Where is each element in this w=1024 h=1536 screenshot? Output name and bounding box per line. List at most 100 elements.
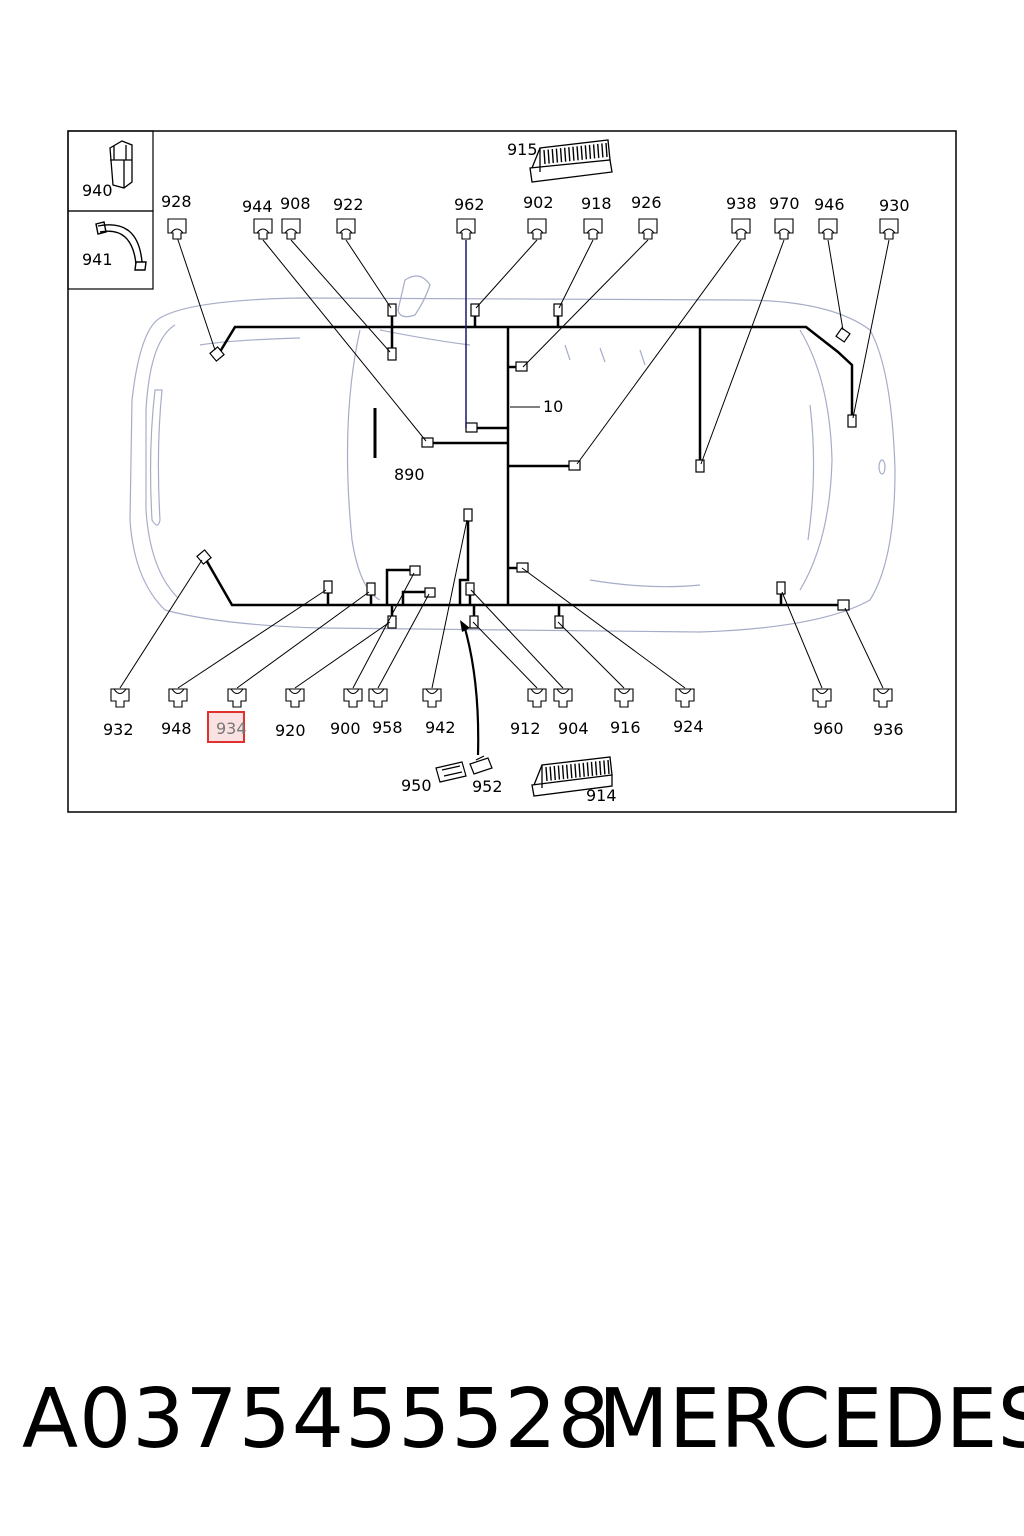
pins-915-pin — [605, 142, 608, 158]
callout-926: 926 — [631, 193, 662, 212]
part-label-890: 890 — [394, 465, 425, 484]
pins-915-pin — [563, 147, 567, 162]
pins-914 — [545, 759, 610, 782]
callout-936: 936 — [873, 720, 904, 739]
pins-915-pin — [597, 143, 600, 158]
legend-label-940: 940 — [82, 181, 113, 200]
pins-914-pin — [574, 763, 577, 778]
callout-944: 944 — [242, 197, 273, 216]
pins-914-pin — [549, 766, 552, 781]
connector-bottom-942 — [422, 688, 442, 708]
pins-914-pin — [590, 761, 594, 776]
callout-924: 924 — [673, 717, 704, 736]
legend-panel: 940 941 — [67, 130, 154, 290]
callout-930: 930 — [879, 196, 910, 215]
harness-connectors — [196, 303, 857, 629]
callout-928: 928 — [161, 192, 192, 211]
connector-bottom-958 — [368, 688, 388, 708]
callout-942: 942 — [425, 718, 456, 737]
pins-915-pin — [584, 145, 588, 160]
bottom-callouts: 932 948 934 920 900 958 942 912 904 916 … — [103, 711, 904, 743]
bottom-connector-symbols — [110, 688, 893, 708]
leader-lines — [119, 236, 890, 689]
wiring-diagram: 940 941 — [67, 130, 957, 813]
part-label-950: 950 — [401, 776, 432, 795]
pins-914-pin — [570, 764, 573, 779]
connector-bottom-936 — [873, 688, 893, 708]
pins-915-pin — [592, 144, 596, 159]
connector-top-908 — [281, 218, 301, 240]
pins-915-pin — [588, 144, 592, 159]
plug-952-icon — [469, 755, 493, 775]
connector-top-946 — [818, 218, 838, 240]
cable-clip-icon — [95, 221, 147, 271]
connector-bottom-912 — [527, 688, 547, 708]
connector-top-918 — [583, 218, 603, 240]
part-label-915: 915 — [507, 140, 538, 159]
pins-914-pin — [607, 759, 610, 775]
connector-top-930 — [879, 218, 899, 240]
callout-916: 916 — [610, 718, 641, 737]
connector-bottom-948 — [168, 688, 188, 708]
pins-914-pin — [553, 766, 556, 781]
pins-915-pin — [559, 148, 563, 163]
pins-914-pin — [599, 760, 602, 775]
callout-962: 962 — [454, 195, 485, 214]
callout-970: 970 — [769, 194, 800, 213]
vehicle-outline — [129, 275, 896, 633]
connector-bottom-924 — [675, 688, 695, 708]
pins-915-pin — [601, 143, 604, 158]
pins-914-pin — [594, 761, 598, 776]
part-label-952: 952 — [472, 777, 503, 796]
pins-914-pin — [603, 760, 606, 775]
callout-904: 904 — [558, 719, 589, 738]
harness-label-10: 10 — [543, 397, 563, 416]
callout-946: 946 — [814, 195, 845, 214]
connector-top-962 — [456, 218, 476, 240]
connector-bottom-932 — [110, 688, 130, 708]
callout-934[interactable]: 934 — [216, 719, 247, 738]
callout-908: 908 — [280, 194, 311, 213]
diagram-frame — [67, 130, 957, 813]
pins-915-pin — [572, 146, 575, 161]
callout-912: 912 — [510, 719, 541, 738]
callout-902: 902 — [523, 193, 554, 212]
pins-914-pin — [545, 766, 548, 782]
connector-top-938 — [731, 218, 751, 240]
connector-top-926 — [638, 218, 658, 240]
pins-915-pin — [543, 149, 546, 165]
part-label-914: 914 — [586, 786, 617, 805]
pins-914-pin — [578, 763, 581, 778]
footer: A0375455528 MERCEDES — [0, 1370, 1024, 1480]
pins-914-pin — [557, 765, 561, 780]
connector-bottom-960 — [812, 688, 832, 708]
connector-bottom-934 — [227, 688, 247, 708]
pointer-arrowhead — [460, 620, 470, 632]
pins-915-pin — [576, 146, 579, 161]
connector-bottom-904 — [553, 688, 573, 708]
legend-label-941: 941 — [82, 250, 113, 269]
highlight-box-934[interactable] — [207, 711, 245, 743]
terminal-block-915-icon — [529, 139, 613, 183]
pins-914-pin — [561, 765, 565, 780]
pins-915-pin — [555, 148, 559, 163]
pins-915 — [543, 142, 608, 165]
pins-915-pin — [551, 149, 554, 164]
terminal-block-914-icon — [531, 756, 613, 797]
relay-950-icon — [435, 761, 467, 783]
pins-914-pin — [565, 764, 569, 779]
connector-top-902 — [527, 218, 547, 240]
pins-915-pin — [568, 147, 571, 162]
pins-914-pin — [586, 762, 590, 777]
callout-922: 922 — [333, 195, 364, 214]
callout-958: 958 — [372, 718, 403, 737]
callout-918: 918 — [581, 194, 612, 213]
pins-915-pin — [580, 145, 583, 160]
top-callouts: 928 944 908 922 962 902 918 926 938 970 … — [161, 192, 910, 216]
callout-938: 938 — [726, 194, 757, 213]
pins-914-pin — [582, 762, 585, 777]
top-connector-symbols — [167, 218, 899, 240]
connector-top-970 — [774, 218, 794, 240]
connector-top-944 — [253, 218, 273, 240]
brand-name: MERCEDES — [598, 1372, 1024, 1467]
